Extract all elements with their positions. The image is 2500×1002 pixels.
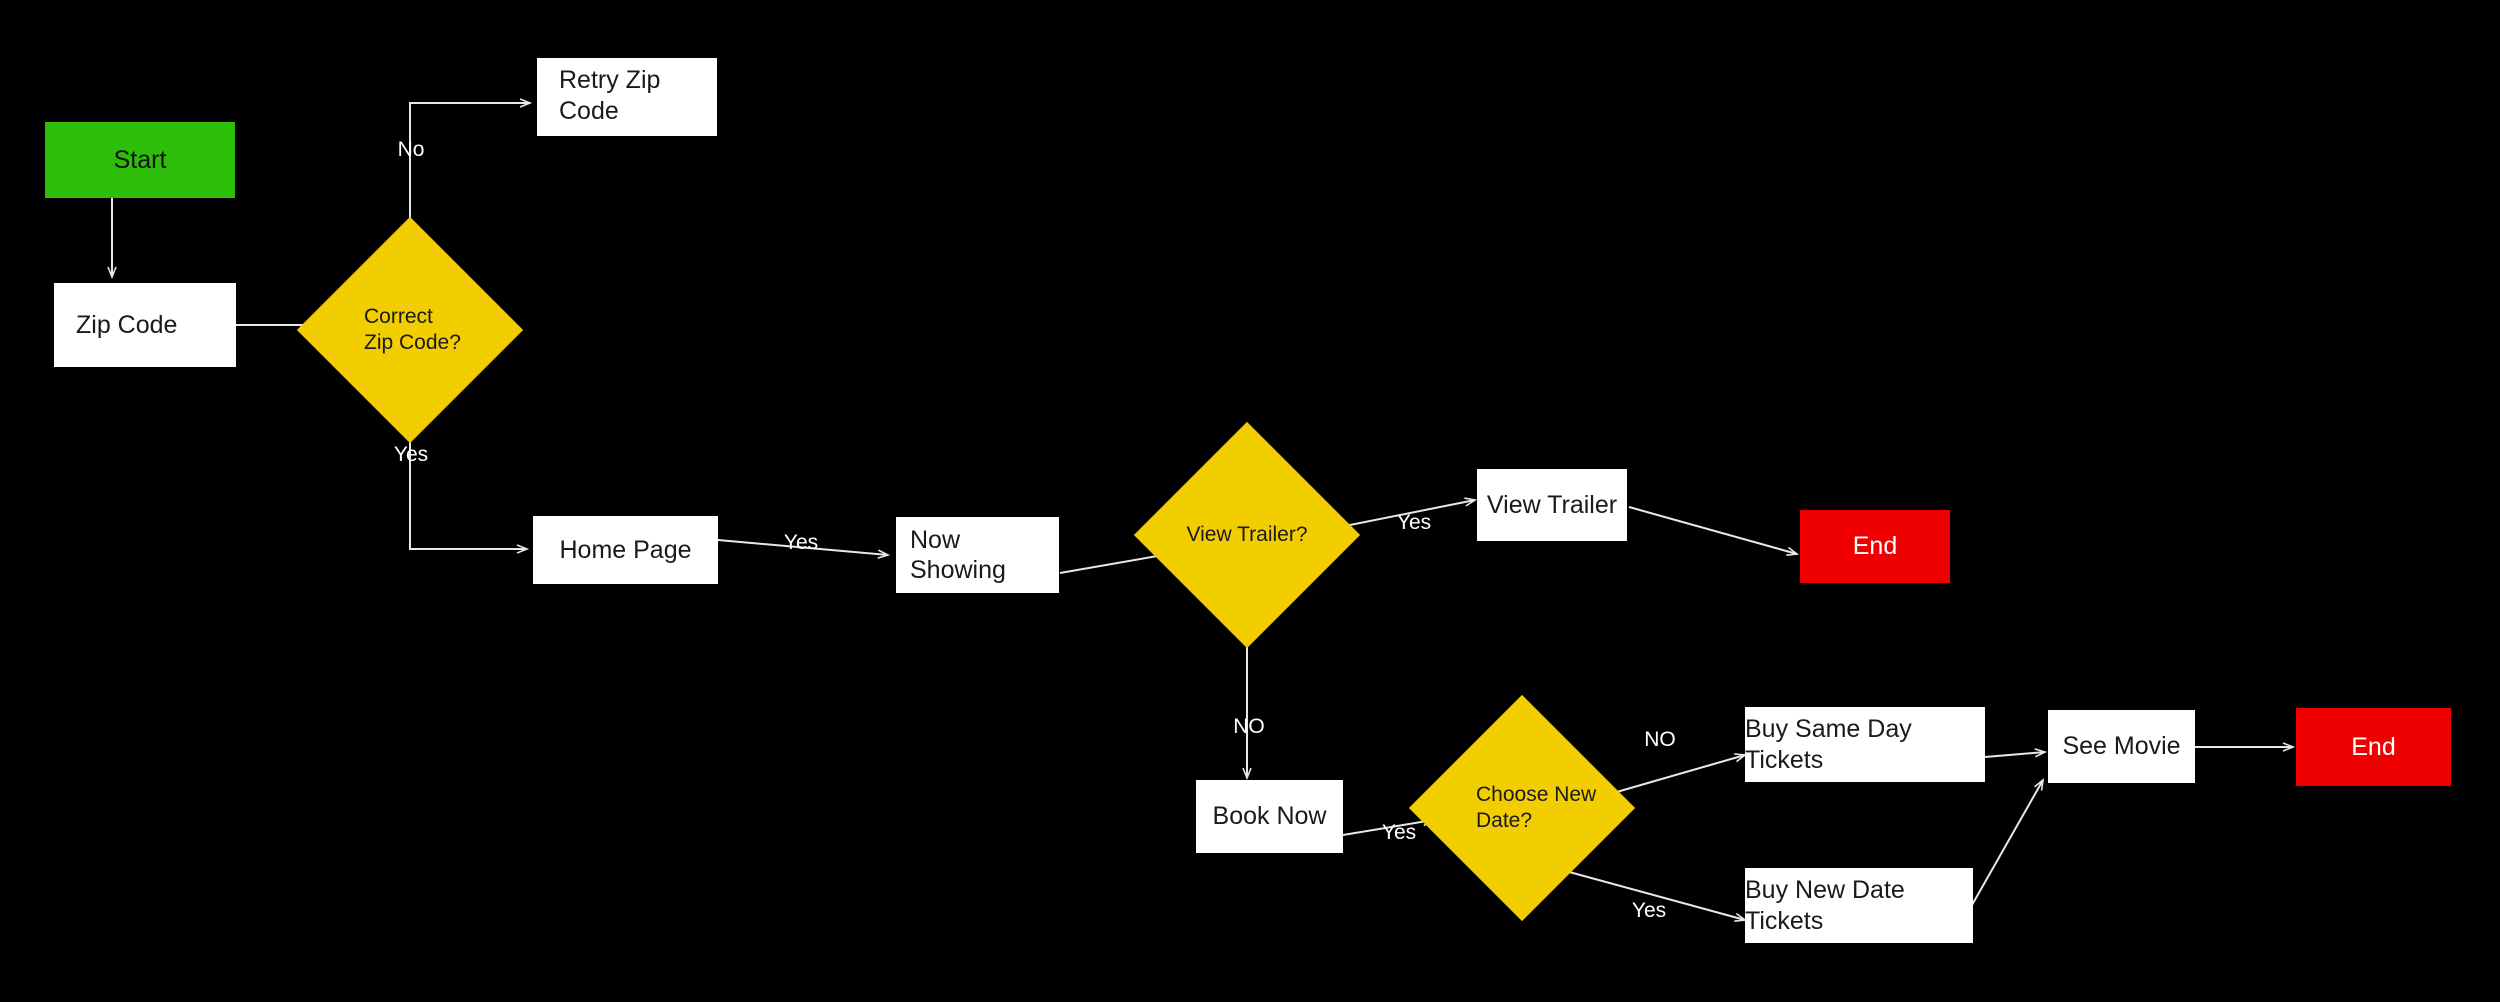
- edge-label-yes-now-showing: Yes: [783, 531, 819, 554]
- node-view-trailer-decision[interactable]: View Trailer?: [1133, 421, 1361, 649]
- node-retry-zip-code[interactable]: Retry Zip Code: [537, 58, 717, 136]
- node-view-trailer-label: View Trailer: [1486, 490, 1618, 519]
- node-book-now[interactable]: Book Now: [1196, 780, 1343, 853]
- node-start[interactable]: Start: [45, 122, 235, 198]
- node-now-showing[interactable]: Now Showing: [896, 517, 1059, 593]
- node-retry-zip-code-label: Retry Zip Code: [559, 66, 661, 125]
- edge-label-no-same-day: NO: [1644, 728, 1676, 751]
- node-choose-new-date-label: Choose New Date?: [1476, 782, 1597, 832]
- edge-label-yes-home: Yes: [393, 443, 429, 466]
- node-buy-new-date-tickets[interactable]: Buy New Date Tickets: [1745, 868, 1973, 943]
- edge-label-yes-view-trailer: Yes: [1396, 511, 1432, 534]
- node-now-showing-label: Now Showing: [910, 525, 1006, 585]
- edge-decision-homepage: [409, 410, 530, 554]
- node-end-top-label: End: [1852, 532, 1898, 561]
- node-zip-code-label: Zip Code: [76, 310, 178, 339]
- node-buy-same-day-tickets-label: Buy Same Day Tickets: [1745, 715, 1912, 774]
- node-end-bottom-label: End: [2351, 732, 2396, 761]
- node-zip-code[interactable]: Zip Code: [54, 283, 236, 367]
- node-view-trailer-decision-label: View Trailer?: [1186, 522, 1308, 546]
- edge-sameday-seemovie: [1984, 748, 2048, 758]
- edge-viewtrailer-end: [1628, 506, 1800, 556]
- edge-label-yes-choose-date: Yes: [1381, 821, 1417, 844]
- node-correct-zip-code-label: Correct Zip Code?: [364, 304, 461, 354]
- edge-label-no-book-now: NO: [1233, 715, 1265, 738]
- node-buy-new-date-tickets-label: Buy New Date Tickets: [1745, 876, 1905, 935]
- node-end-bottom[interactable]: End: [2296, 708, 2451, 786]
- node-see-movie-label: See Movie: [2062, 732, 2181, 761]
- node-end-top[interactable]: End: [1800, 510, 1950, 583]
- node-home-page-label: Home Page: [559, 535, 692, 564]
- edge-newdate-seemovie: [1971, 778, 2045, 906]
- node-choose-new-date[interactable]: Choose New Date?: [1408, 694, 1636, 922]
- node-start-label: Start: [113, 145, 167, 174]
- edge-label-yes-new-date: Yes: [1631, 899, 1667, 922]
- node-buy-same-day-tickets[interactable]: Buy Same Day Tickets: [1745, 707, 1985, 782]
- node-home-page[interactable]: Home Page: [533, 516, 718, 584]
- node-book-now-label: Book Now: [1212, 802, 1327, 831]
- node-see-movie[interactable]: See Movie: [2048, 710, 2195, 783]
- node-view-trailer[interactable]: View Trailer: [1477, 469, 1627, 541]
- node-correct-zip-code[interactable]: Correct Zip Code?: [296, 216, 524, 444]
- edge-decision-retry: [409, 98, 533, 250]
- edge-label-no-retry: No: [397, 138, 425, 161]
